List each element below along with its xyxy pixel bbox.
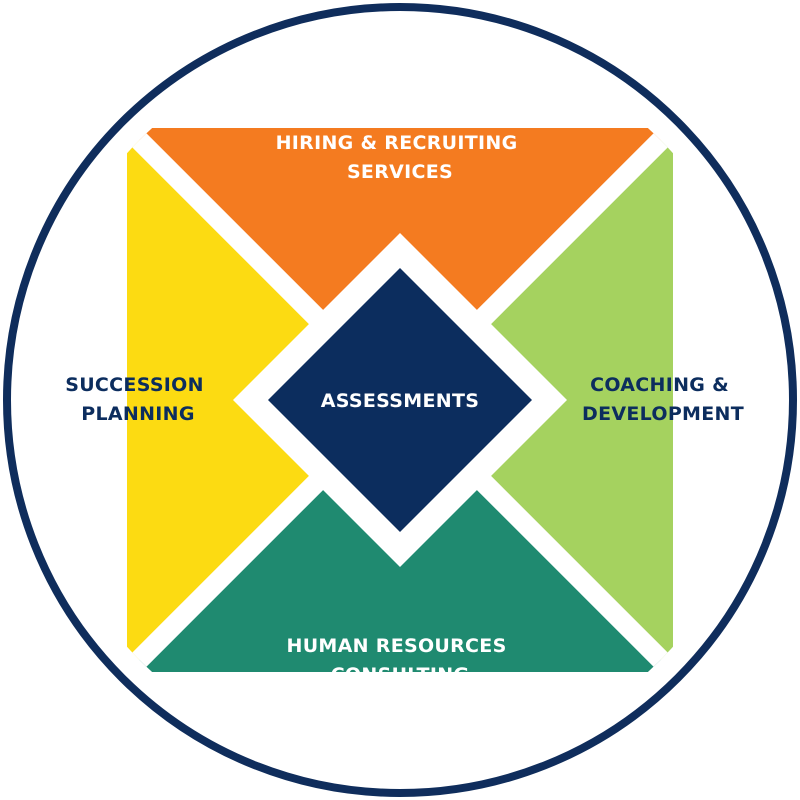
segment-coaching-development-label: COACHING & DEVELOPMENT	[582, 374, 744, 425]
outer-ring	[3, 3, 797, 797]
succession-planning-line2: PLANNING	[81, 403, 195, 425]
center-diamond-assessments[interactable]	[268, 268, 532, 532]
segment-coaching-development[interactable]	[475, 128, 673, 672]
segment-hiring-recruiting-label: HIRING & RECRUITING SERVICES	[276, 132, 525, 183]
segment-human-resources-consulting[interactable]	[127, 474, 673, 672]
segment-human-resources-consulting-label: HUMAN RESOURCES CONSULTING	[287, 635, 514, 686]
segment-succession-planning[interactable]	[127, 128, 325, 672]
human-resources-consulting-line2: CONSULTING	[331, 664, 470, 686]
succession-planning-line1: SUCCESSION	[65, 374, 204, 396]
hiring-recruiting-line1: HIRING & RECRUITING	[276, 132, 518, 154]
coaching-development-line1: COACHING &	[590, 374, 729, 396]
center-assessments-label: ASSESSMENTS	[321, 390, 479, 412]
segment-hiring-recruiting[interactable]	[127, 128, 673, 326]
segment-succession-planning-label: SUCCESSION PLANNING	[65, 374, 211, 425]
hiring-recruiting-line2: SERVICES	[347, 161, 453, 183]
coaching-development-line2: DEVELOPMENT	[582, 403, 744, 425]
segment-gaps	[119, 120, 681, 680]
human-resources-consulting-line1: HUMAN RESOURCES	[287, 635, 507, 657]
